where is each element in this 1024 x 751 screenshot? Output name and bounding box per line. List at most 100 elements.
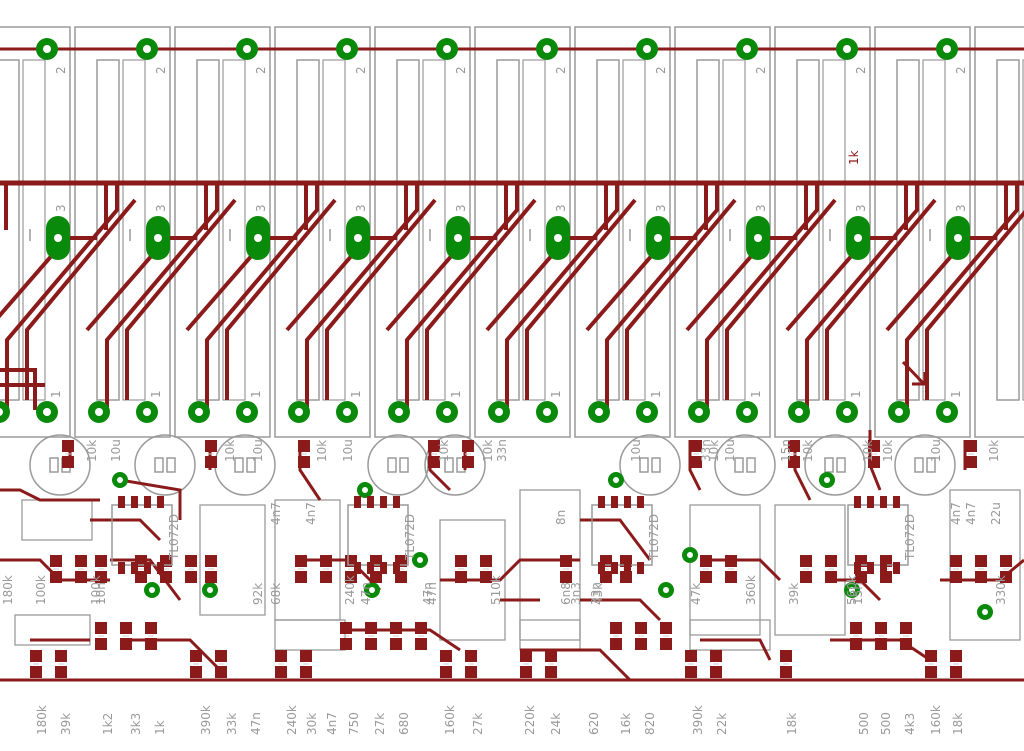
- smd-part: [275, 666, 287, 678]
- smd-part: [825, 571, 837, 583]
- lower-trace: [110, 558, 182, 601]
- row1-label: 10k: [801, 440, 815, 462]
- pin-2-label: 2: [754, 66, 768, 74]
- pin-3-label: 3: [954, 204, 968, 212]
- smd-resistor: [62, 456, 74, 468]
- smd-part: [30, 666, 42, 678]
- row1-label: 10u: [629, 439, 643, 462]
- row1-label: 10k: [861, 440, 875, 462]
- pad-hole: [795, 408, 803, 416]
- cap-plate: [166, 457, 176, 473]
- pad-hole: [343, 408, 351, 416]
- smd-part: [635, 622, 647, 634]
- mid-label: 15n: [851, 582, 865, 605]
- smd-part: [205, 555, 217, 567]
- opamp-pin: [354, 496, 361, 508]
- pad-hole: [95, 408, 103, 416]
- smd-resistor: [690, 456, 702, 468]
- smd-part: [455, 571, 467, 583]
- opamp-body: [347, 504, 409, 566]
- bottom-label: 240k: [285, 705, 299, 735]
- diagonal-traces: [0, 183, 1024, 410]
- diagonal-trace: [5, 183, 119, 410]
- smd-part: [145, 638, 157, 650]
- mid-label: 180k: [1, 575, 15, 605]
- pin-1-label: 1: [749, 390, 763, 398]
- mid-label: 330k: [994, 575, 1008, 605]
- smd-part: [205, 571, 217, 583]
- row1-label: 10k: [707, 440, 721, 462]
- component-frame: [689, 619, 771, 651]
- diagonal-trace: [925, 210, 1024, 400]
- diagonal-trace: [305, 183, 419, 410]
- smd-part: [465, 666, 477, 678]
- opamp-body: [591, 504, 653, 566]
- cap-plate: [651, 457, 661, 473]
- smd-part: [780, 650, 792, 662]
- pad-hole: [243, 45, 251, 53]
- diagonal-trace: [705, 183, 819, 410]
- via-hole: [849, 587, 855, 593]
- fader-outline: [974, 26, 1024, 438]
- smd-part: [660, 638, 672, 650]
- pin-1-label: 1: [849, 390, 863, 398]
- pad-hole: [443, 408, 451, 416]
- pin-1-label: 1: [549, 390, 563, 398]
- pad-hole: [395, 408, 403, 416]
- opamp-pin: [637, 496, 644, 508]
- diagonal-trace: [125, 198, 237, 400]
- mid-label: 10n: [94, 582, 108, 605]
- smd-part: [215, 650, 227, 662]
- opamp-pin: [624, 496, 631, 508]
- smd-part: [185, 555, 197, 567]
- smd-resistor: [428, 440, 440, 452]
- pad-hole: [554, 234, 562, 242]
- bottom-label: 4k3: [903, 713, 917, 735]
- diagonal-trace: [25, 198, 137, 400]
- smd-part: [215, 666, 227, 678]
- smd-resistor: [428, 456, 440, 468]
- bottom-label: 220k: [523, 705, 537, 735]
- opamp-pin: [880, 562, 887, 574]
- smd-part: [295, 555, 307, 567]
- pad-hole: [854, 234, 862, 242]
- smd-part: [95, 638, 107, 650]
- mid-label: 47n: [425, 582, 439, 605]
- pad-hole: [895, 408, 903, 416]
- smd-resistor: [788, 456, 800, 468]
- smd-part: [545, 650, 557, 662]
- smd-part: [950, 650, 962, 662]
- smd-part: [900, 622, 912, 634]
- pad-hole: [0, 408, 3, 416]
- pad-hole: [354, 234, 362, 242]
- smd-part: [440, 650, 452, 662]
- smd-resistor: [205, 440, 217, 452]
- mid-label: 6n8: [559, 582, 573, 605]
- cap-plate: [444, 457, 454, 473]
- via-hole: [613, 477, 619, 483]
- bottom-label: 160k: [929, 705, 943, 735]
- via-hole: [369, 587, 375, 593]
- diagonal-trace: [205, 183, 319, 410]
- fader-slot-inner: [922, 59, 946, 401]
- pad-hole: [54, 234, 62, 242]
- pad-hole: [543, 408, 551, 416]
- smd-part: [725, 571, 737, 583]
- smd-part: [635, 638, 647, 650]
- electrolytic-cap-outline: [619, 434, 681, 496]
- pad-hole: [643, 408, 651, 416]
- smd-resistor: [788, 440, 800, 452]
- smd-part: [950, 555, 962, 567]
- bottom-label: 1k2: [101, 713, 115, 735]
- diagonal-trace: [525, 198, 637, 400]
- opamp-pin: [598, 496, 605, 508]
- fader-slot-inner: [222, 59, 246, 401]
- opamp-pin: [380, 562, 387, 574]
- mid-label: 100k: [89, 575, 103, 605]
- smd-part: [95, 555, 107, 567]
- opamp-pin: [131, 496, 138, 508]
- pad-hole: [754, 234, 762, 242]
- opamp-pin: [637, 562, 644, 574]
- row1-label: 10k: [223, 440, 237, 462]
